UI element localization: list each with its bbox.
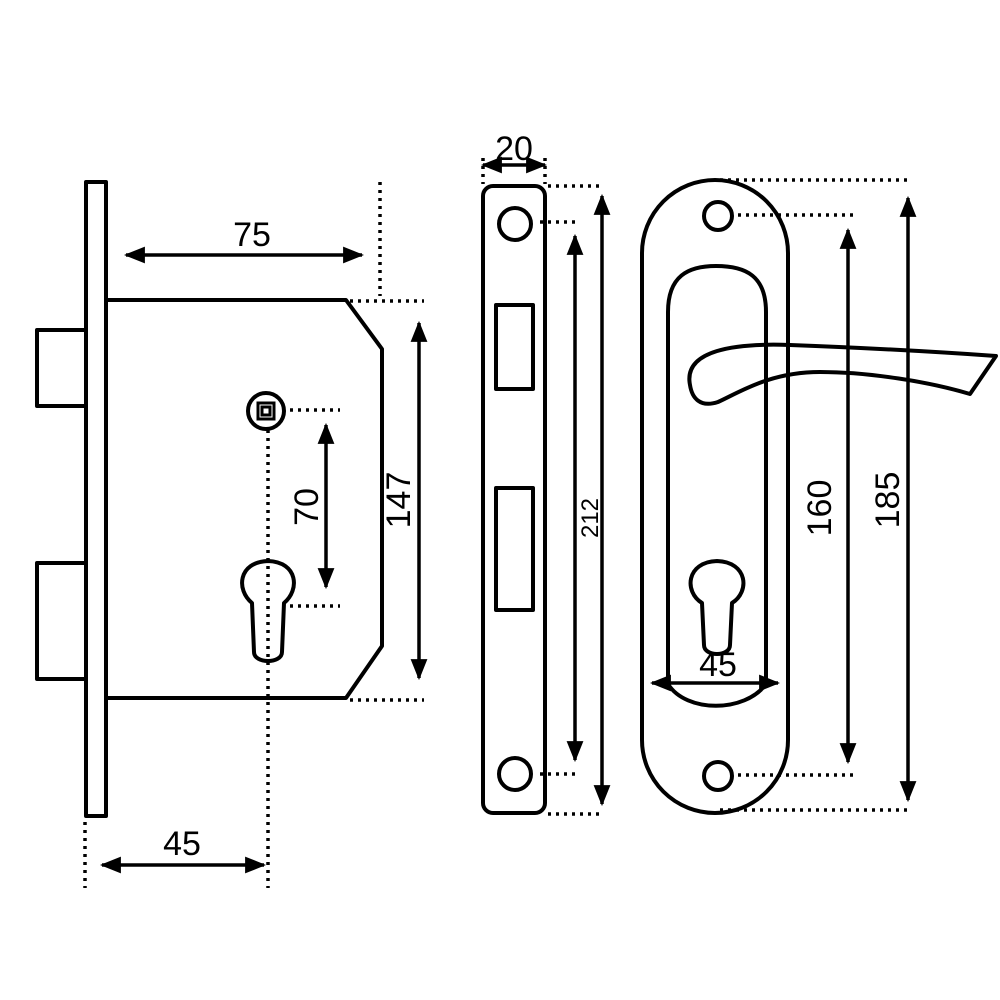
dimension-label-212: 212 (577, 498, 604, 538)
dimension-label-75: 75 (233, 216, 271, 254)
handle-plate-view: 45 160 185 (640, 178, 998, 815)
handle-plate-screw-hole-top (702, 200, 734, 232)
faceplate (481, 184, 547, 815)
dimension-label-160: 160 (801, 480, 839, 537)
lock-body (106, 298, 384, 700)
faceplate-bolt-slot (494, 486, 535, 612)
cylinder-cutout (240, 559, 296, 663)
faceplate-screw-hole-top (497, 206, 533, 242)
backplate-inner-recess (666, 264, 768, 708)
latch-bolt (35, 328, 88, 408)
dead-bolt (35, 561, 88, 681)
dimension-label-147: 147 (380, 472, 418, 529)
faceplate-screw-hole-bottom (497, 756, 533, 792)
lever-handle (687, 342, 998, 406)
handle-plate-screw-hole-bottom (702, 760, 734, 792)
handle-backplate (640, 178, 790, 815)
lock-front-plate (84, 180, 108, 818)
dimension-label-45-left: 45 (163, 825, 201, 863)
handle-plate-cylinder-cutout (688, 559, 746, 656)
mortise-lock-view: 75 147 70 45 (35, 180, 428, 888)
faceplate-latch-slot (494, 303, 535, 391)
spindle-hub (246, 391, 286, 431)
dimension-label-185: 185 (869, 472, 907, 529)
faceplate-view: 20 212 (480, 130, 611, 816)
dimension-label-45-right: 45 (699, 646, 737, 684)
dimension-label-20: 20 (495, 130, 533, 168)
dimension-label-70: 70 (288, 488, 326, 526)
